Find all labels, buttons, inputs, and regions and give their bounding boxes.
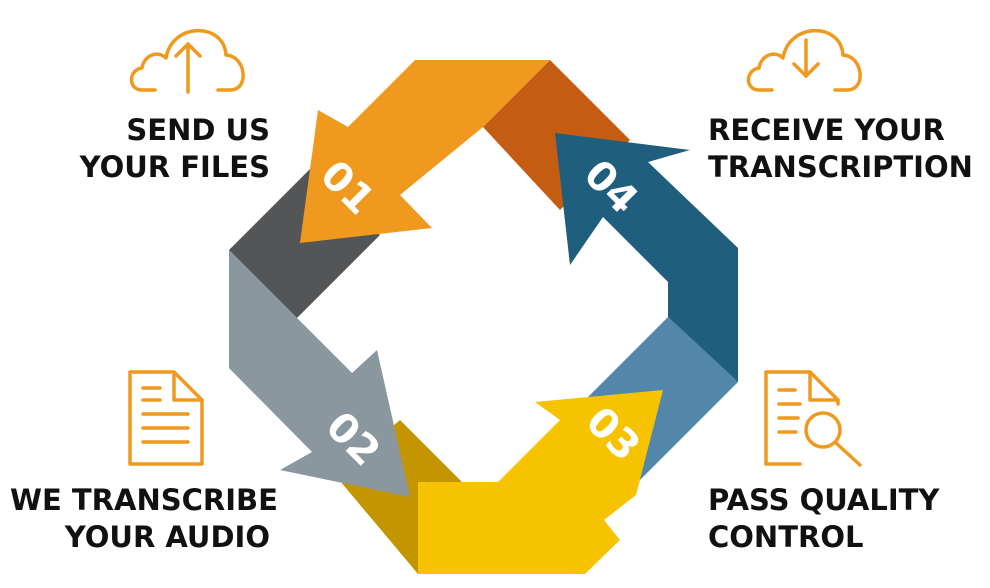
document-search-icon xyxy=(764,370,862,467)
step-label-04-line2: TRANSCRIPTION xyxy=(708,150,973,184)
arrow-04 xyxy=(555,133,738,382)
step-label-04: RECEIVE YOUR TRANSCRIPTION xyxy=(708,112,978,186)
step-label-03-line2: CONTROL xyxy=(708,520,864,554)
cloud-upload-icon xyxy=(129,28,245,94)
step-label-03-line1: PASS QUALITY xyxy=(708,483,940,517)
arrow-02 xyxy=(229,250,410,497)
document-icon xyxy=(128,370,204,466)
arrow-01 xyxy=(300,60,550,243)
step-label-01-line2: YOUR FILES xyxy=(79,150,270,184)
step-label-02-line1: WE TRANSCRIBE xyxy=(10,483,278,517)
step-label-01: SEND US YOUR FILES xyxy=(60,112,270,186)
arrow-03 xyxy=(418,390,663,574)
step-label-04-line1: RECEIVE YOUR xyxy=(708,113,945,147)
step-label-02-line2: YOUR AUDIO xyxy=(64,520,270,554)
step-label-01-line1: SEND US xyxy=(126,113,270,147)
step-label-03: PASS QUALITY CONTROL xyxy=(708,482,978,556)
cloud-download-icon xyxy=(746,28,862,92)
step-label-02: WE TRANSCRIBE YOUR AUDIO xyxy=(10,482,278,556)
